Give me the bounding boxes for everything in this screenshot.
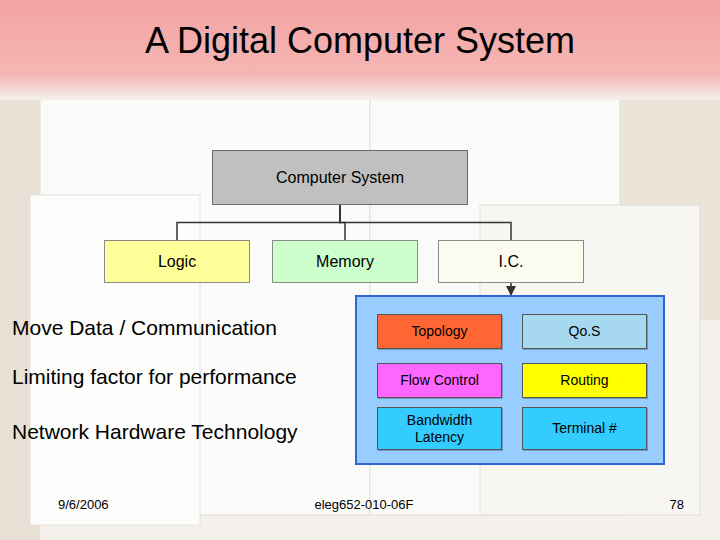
node-label: Topology — [411, 323, 467, 340]
page-number: 78 — [670, 497, 684, 512]
node-label: Bandwidth Latency — [384, 412, 495, 446]
aspect-box: Bandwidth Latency — [377, 407, 502, 450]
bullet-text: Network Hardware Technology — [12, 420, 298, 444]
aspect-box: Flow Control — [377, 363, 502, 398]
network-panel: Topology Qo.S Flow Control RoutingBandwidth… — [355, 295, 665, 465]
component-box: Memory — [272, 240, 418, 283]
aspect-box: Qo.S — [522, 314, 647, 349]
footer-date: 9/6/2006 — [58, 497, 109, 512]
node-label: Computer System — [276, 168, 404, 187]
aspect-box: Routing — [522, 363, 647, 398]
node-label: Memory — [316, 252, 374, 271]
node-label: Terminal # — [552, 420, 617, 437]
tree-connector — [340, 205, 345, 240]
footer-course: eleg652-010-06F — [314, 497, 413, 512]
bullet-text: Limiting factor for performance — [12, 365, 297, 389]
aspect-box: Topology — [377, 314, 502, 349]
component-box: Logic — [104, 240, 250, 283]
node-label: Routing — [560, 372, 608, 389]
title-band — [0, 0, 720, 100]
tree-connector — [177, 205, 340, 240]
slide-title: A Digital Computer System — [0, 20, 720, 62]
bullet-text: Move Data / Communication — [12, 316, 277, 340]
component-box: I.C. — [438, 240, 584, 283]
node-label: I.C. — [499, 252, 524, 271]
node-label: Logic — [158, 252, 196, 271]
node-label: Flow Control — [400, 372, 479, 389]
node-label: Qo.S — [569, 323, 601, 340]
aspect-box: Terminal # — [522, 407, 647, 450]
tree-connector — [340, 205, 511, 240]
root-box: Computer System — [212, 150, 468, 205]
tree-connector — [510, 283, 512, 295]
